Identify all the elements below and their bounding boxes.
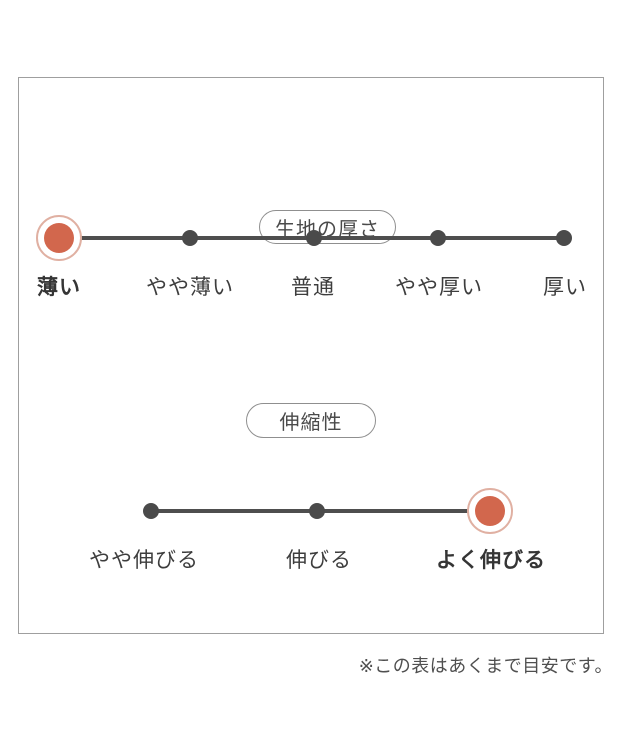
stretch-label-stretches: 伸びる	[286, 548, 352, 572]
thickness-dot-2	[182, 230, 198, 246]
footnote-text: ※この表はあくまで目安です。	[358, 656, 613, 677]
stretch-label-somewhat: やや伸びる	[89, 548, 199, 572]
thickness-dot-4	[430, 230, 446, 246]
stretch-dot-2	[309, 503, 325, 519]
thickness-label-thin: 薄い	[37, 275, 81, 299]
thickness-label-normal: 普通	[291, 275, 335, 299]
stretch-selected-dot	[475, 496, 505, 526]
stretch-title-pill: 伸縮性	[246, 403, 376, 438]
thickness-label-slightly-thin: やや薄い	[146, 275, 234, 299]
stretch-selected-ring	[467, 488, 513, 534]
thickness-selected-dot	[44, 223, 74, 253]
thickness-label-thick: 厚い	[543, 275, 587, 299]
stretch-label-very: よく伸びる	[436, 548, 546, 572]
thickness-dot-3	[306, 230, 322, 246]
spec-panel: 生地の厚さ 薄い やや薄い 普通 やや厚い 厚い 伸縮性 やや伸びる 伸びる よ…	[18, 77, 604, 634]
stretch-title: 伸縮性	[279, 410, 343, 434]
thickness-label-slightly-thick: やや厚い	[395, 275, 483, 299]
stretch-dot-1	[143, 503, 159, 519]
thickness-dot-5	[556, 230, 572, 246]
